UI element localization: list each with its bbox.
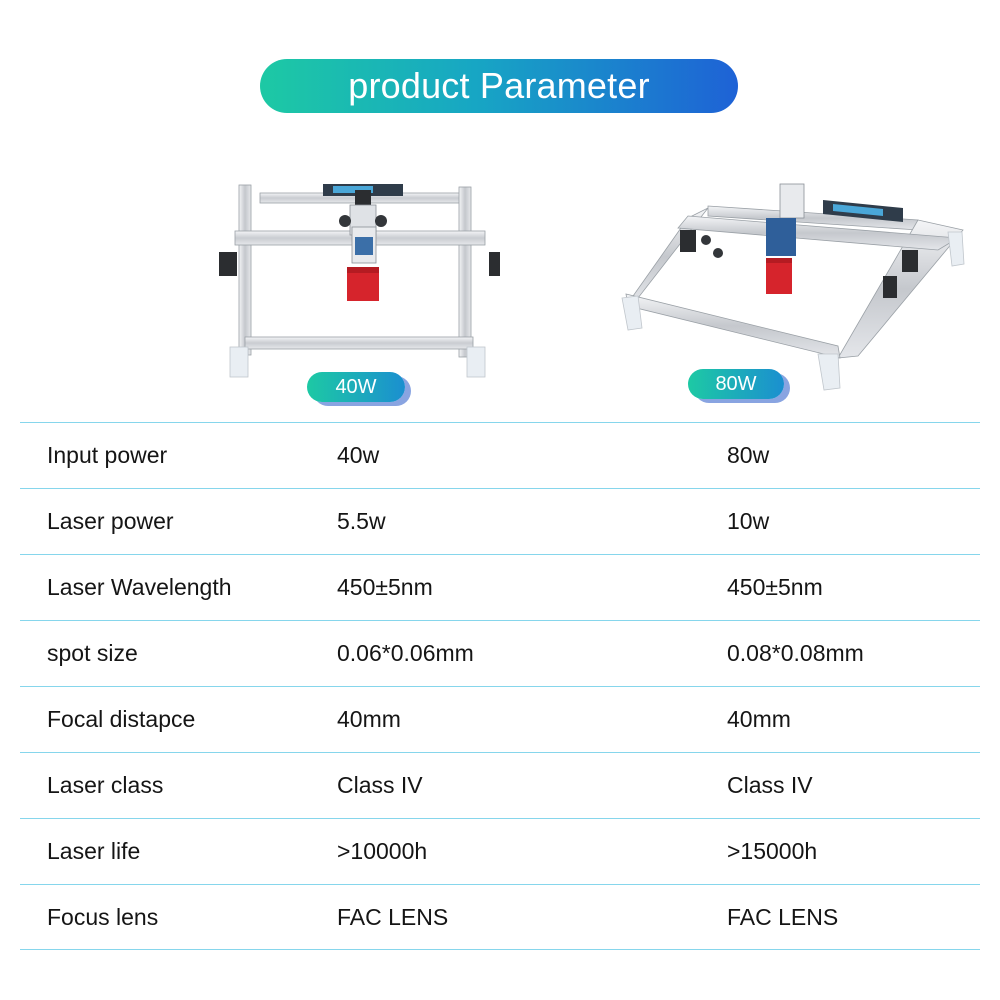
spec-label: Laser power xyxy=(47,508,174,534)
spec-row-focus-lens: Focus lens FAC LENS FAC LENS xyxy=(20,884,980,950)
page-title-text: product Parameter xyxy=(348,65,650,106)
spec-value-40w: Class IV xyxy=(337,772,423,798)
spec-label: Focus lens xyxy=(47,903,159,930)
spec-label: Laser class xyxy=(47,772,164,798)
spec-row-input-power: Input power 40w 80w xyxy=(20,422,980,488)
spec-value-80w: 0.08*0.08mm xyxy=(727,640,864,666)
engraver-40w-image xyxy=(205,175,507,380)
spec-row-laser-life: Laser life >10000h >15000h xyxy=(20,818,980,884)
spec-value-40w: 40w xyxy=(337,442,380,468)
spec-value-80w: 80w xyxy=(727,442,770,468)
spec-value-40w: >10000h xyxy=(337,838,428,864)
spec-value-40w: 40mm xyxy=(337,706,401,732)
spec-value-40w: 5.5w xyxy=(337,508,386,534)
spec-value-80w: >15000h xyxy=(727,838,818,864)
engraver-80w-image xyxy=(618,178,973,400)
spec-row-spot-size: spot size 0.06*0.06mm 0.08*0.08mm xyxy=(20,620,980,686)
spec-value-80w: Class IV xyxy=(727,772,813,798)
spec-label: Laser Wavelength xyxy=(47,574,232,600)
spec-label: Input power xyxy=(47,442,168,468)
spec-value-40w: 450±5nm xyxy=(337,574,433,600)
spec-value-80w: 450±5nm xyxy=(727,574,823,600)
spec-label: spot size xyxy=(47,640,138,666)
spec-row-laser-class: Laser class Class IV Class IV xyxy=(20,752,980,818)
spec-value-40w: 0.06*0.06mm xyxy=(337,640,474,666)
spec-value-80w: 10w xyxy=(727,508,770,534)
spec-label: Laser life xyxy=(47,838,141,864)
model-label-80w: 80W xyxy=(688,369,784,399)
spec-value-40w: FAC LENS xyxy=(337,903,449,930)
spec-table: Input power 40w 80w Laser power 5.5w 10w… xyxy=(20,422,980,950)
spec-row-laser-wavelength: Laser Wavelength 450±5nm 450±5nm xyxy=(20,554,980,620)
spec-value-80w: FAC LENS xyxy=(727,903,839,930)
page-title: product Parameter xyxy=(260,59,738,113)
spec-label: Focal distapce xyxy=(47,706,196,732)
model-label-40w: 40W xyxy=(307,372,405,402)
spec-row-laser-power: Laser power 5.5w 10w xyxy=(20,488,980,554)
spec-row-focal-distance: Focal distapce 40mm 40mm xyxy=(20,686,980,752)
spec-value-80w: 40mm xyxy=(727,706,791,732)
